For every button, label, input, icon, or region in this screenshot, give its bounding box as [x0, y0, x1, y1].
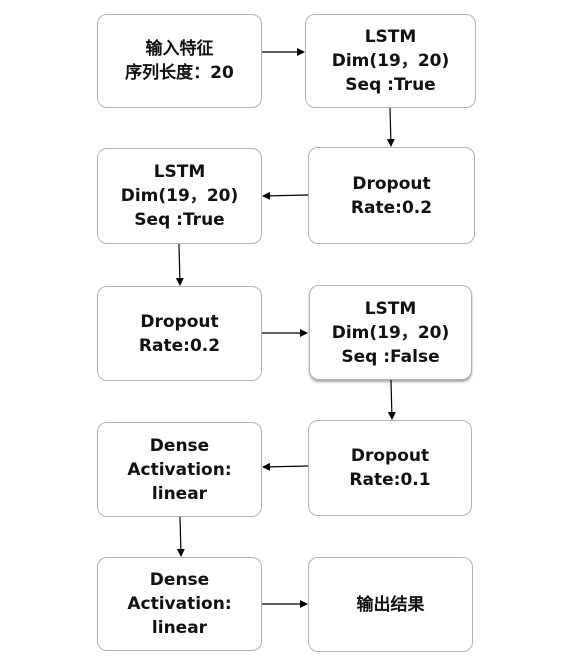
node-output: 输出结果: [308, 557, 473, 652]
node-dense-1: Dense Activation: linear: [97, 422, 262, 517]
node-lstm-3-line-2: Dim(19，20): [331, 322, 450, 343]
arrow-dropout-1-to-lstm-2: [262, 191, 309, 200]
node-dense-2-line-3: linear: [151, 618, 208, 638]
arrow-dropout-3-to-dense-1: [262, 462, 309, 471]
node-dropout-1: Dropout Rate:0.2: [308, 147, 475, 244]
node-lstm-2: LSTM Dim(19，20) Seq :True: [97, 148, 262, 244]
node-dropout-1-line-2: Rate:0.2: [350, 197, 433, 218]
node-dense-1-line-3: linear: [151, 483, 208, 504]
node-lstm-1: LSTM Dim(19，20) Seq :True: [305, 14, 476, 108]
node-dropout-2-line-1: Dropout: [140, 311, 219, 332]
node-lstm-2-line-1: LSTM: [153, 162, 206, 182]
node-output-line-1: 输出结果: [356, 594, 425, 615]
node-dropout-2-line-2: Rate:0.2: [138, 335, 221, 356]
node-input: 输入特征 序列长度：20: [97, 14, 262, 108]
node-lstm-1-line-2: Dim(19，20): [331, 51, 450, 71]
arrow-lstm-2-to-dropout-2: [175, 243, 184, 286]
arrow-dense-1-to-dense-2: [176, 516, 185, 557]
node-input-line-2: 序列长度：20: [125, 63, 234, 83]
node-dense-2-line-2: Activation:: [127, 594, 232, 614]
node-lstm-1-line-3: Seq :True: [345, 75, 436, 95]
node-lstm-2-line-2: Dim(19，20): [120, 186, 239, 206]
node-dropout-3-line-1: Dropout: [350, 446, 430, 466]
arrow-lstm-3-to-dropout-3: [387, 379, 396, 420]
node-lstm-3-line-1: LSTM: [364, 298, 417, 319]
node-dense-2-line-1: Dense: [149, 570, 210, 590]
arrow-lstm-1-to-dropout-1: [386, 107, 395, 147]
node-lstm-2-line-3: Seq :True: [134, 210, 225, 230]
node-dense-1-line-1: Dense: [149, 435, 210, 456]
node-lstm-3-line-3: Seq :False: [341, 346, 440, 367]
node-lstm-3: LSTM Dim(19，20) Seq :False: [309, 285, 472, 380]
node-lstm-1-line-1: LSTM: [364, 27, 417, 47]
node-dropout-3-line-2: Rate:0.1: [349, 470, 431, 490]
node-dropout-3: Dropout Rate:0.1: [308, 420, 472, 516]
node-dropout-2: Dropout Rate:0.2: [97, 286, 262, 381]
node-input-line-1: 输入特征: [145, 39, 214, 59]
node-dense-2: Dense Activation: linear: [97, 557, 262, 651]
node-dense-1-line-2: Activation:: [127, 459, 232, 480]
node-dropout-1-line-1: Dropout: [352, 173, 431, 194]
